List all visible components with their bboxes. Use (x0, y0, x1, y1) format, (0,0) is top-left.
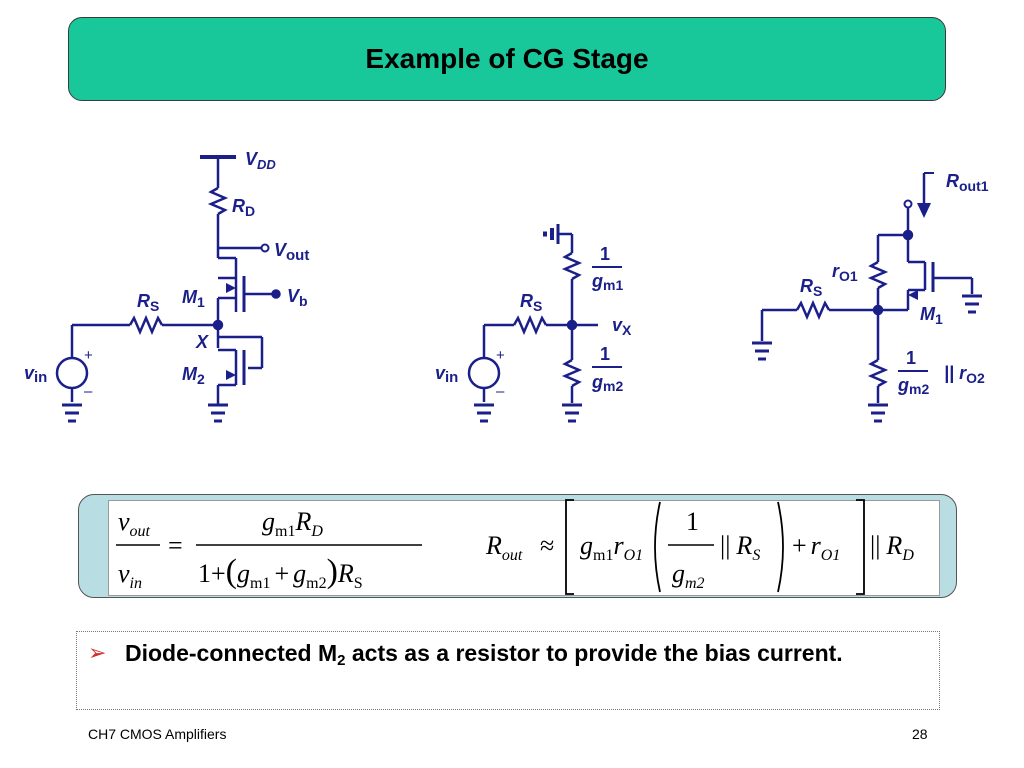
svg-text:gm2: gm2 (897, 375, 929, 397)
svg-text:X: X (195, 332, 209, 352)
svg-text:gm1: gm1 (591, 271, 623, 293)
equation-area (108, 500, 940, 596)
circuit-3 (752, 172, 982, 423)
svg-text:RS: RS (520, 291, 542, 314)
svg-text:+: + (496, 347, 505, 364)
circuit-1-labels: VDD RD Vout M1 Vb RS X M2 vin + – (24, 149, 309, 400)
svg-text:–: – (496, 383, 505, 400)
svg-text:gm1rO1: gm1rO1 (580, 531, 643, 564)
svg-text:RS: RS (137, 291, 159, 314)
svg-text:1: 1 (600, 244, 610, 264)
svg-text:vin: vin (118, 559, 142, 592)
svg-text:=: = (168, 531, 183, 560)
svg-text:1: 1 (686, 507, 699, 536)
bullet-arrow-icon: ➢ (88, 641, 107, 666)
svg-text:M1: M1 (182, 287, 205, 310)
rout-equation: Rout ≈ gm1rO1 1 gm2 ||RS +rO1 ||RD (485, 499, 914, 595)
svg-text:M1: M1 (920, 304, 943, 327)
svg-text:Vout: Vout (274, 240, 309, 264)
circuit-2 (467, 224, 622, 423)
m2-arrow (226, 370, 236, 380)
svg-text:M2: M2 (182, 364, 205, 387)
m1-arrow (226, 283, 236, 293)
svg-text:1+(gm1+gm2)RS: 1+(gm1+gm2)RS (198, 553, 363, 592)
svg-text:||RS: ||RS (720, 531, 760, 564)
svg-text:vin: vin (24, 363, 47, 386)
title-box: Example of CG Stage (68, 17, 946, 101)
svg-text:Rout1: Rout1 (946, 171, 989, 194)
svg-text:–: – (84, 383, 93, 400)
circuit-3-labels: Rout1 rO1 RS M1 1 gm2 || rO2 (800, 171, 989, 397)
svg-text:gm2: gm2 (672, 559, 705, 592)
slide-title: Example of CG Stage (365, 43, 649, 74)
svg-text:vin: vin (435, 363, 458, 386)
svg-text:Vb: Vb (287, 286, 308, 309)
page-number: 28 (912, 726, 928, 742)
note-box (76, 631, 940, 710)
bullet-text: Diode-connected M2 acts as a resistor to… (125, 640, 843, 669)
svg-text:RS: RS (800, 276, 822, 299)
svg-text:Rout: Rout (485, 531, 523, 564)
footer-course: CH7 CMOS Amplifiers (88, 726, 227, 742)
svg-text:vX: vX (612, 315, 632, 338)
m1-right-arrow (908, 290, 918, 300)
svg-text:+: + (84, 347, 93, 364)
rout-arrow (917, 203, 931, 218)
gain-equation: vout vin = gm1RD 1+(gm1+gm2)RS (116, 507, 422, 592)
svg-text:gm2: gm2 (591, 372, 623, 394)
svg-text:+rO1: +rO1 (792, 531, 840, 564)
svg-text:≈: ≈ (540, 531, 554, 560)
svg-text:RD: RD (232, 196, 255, 219)
svg-text:1: 1 (906, 348, 916, 368)
circuit-2-labels: 1 gm1 RS vX 1 gm2 vin + – (435, 244, 632, 400)
svg-text:gm1RD: gm1RD (262, 507, 323, 540)
svg-text:vout: vout (118, 507, 151, 540)
svg-text:rO1: rO1 (832, 261, 858, 284)
svg-text:||RD: ||RD (870, 531, 914, 564)
svg-text:1: 1 (600, 344, 610, 364)
svg-text:|| rO2: || rO2 (944, 363, 985, 386)
svg-text:VDD: VDD (245, 149, 276, 172)
circuit-1 (55, 155, 281, 423)
